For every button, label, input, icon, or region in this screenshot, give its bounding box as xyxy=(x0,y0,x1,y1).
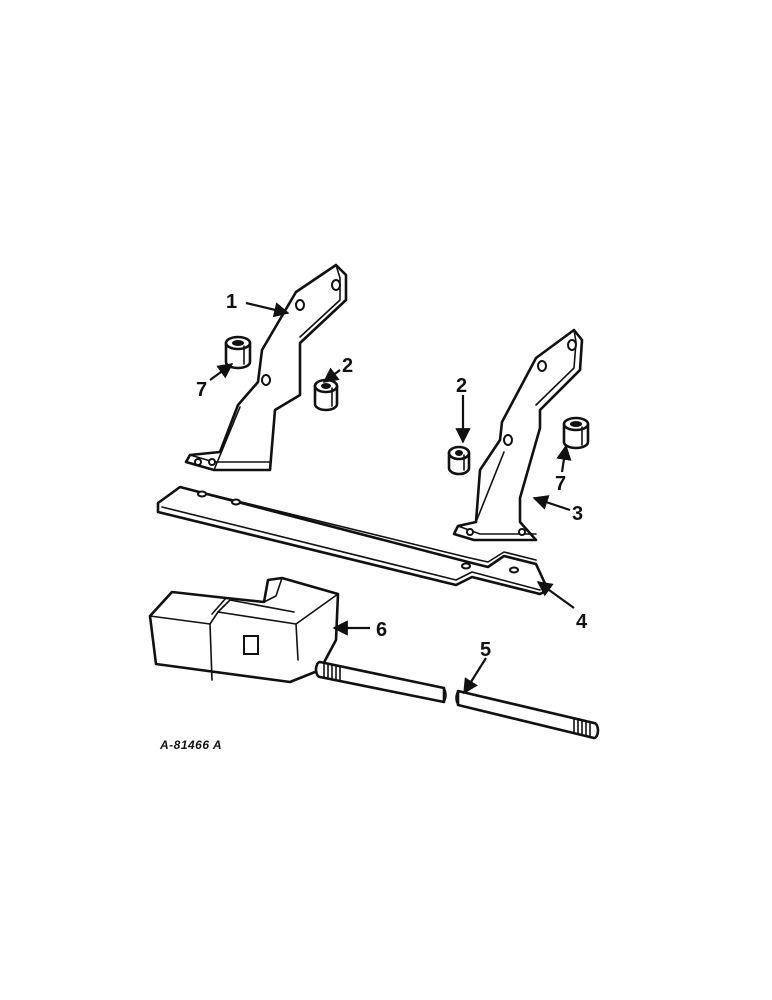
callout-4: 4 xyxy=(576,611,588,633)
callout-7-left: 7 xyxy=(196,379,207,401)
leader-3 xyxy=(532,495,571,512)
leader-5 xyxy=(463,657,487,695)
left-bracket-part-1 xyxy=(184,263,348,472)
cross-bar-part-4 xyxy=(156,485,550,596)
callout-3: 3 xyxy=(572,503,583,525)
bushing-part-7-right xyxy=(562,416,590,450)
callout-1: 1 xyxy=(226,291,237,313)
spacer-part-2-left xyxy=(313,378,339,412)
weight-part-6 xyxy=(148,576,340,684)
threaded-rod-part-5 xyxy=(314,660,600,740)
callout-5: 5 xyxy=(480,639,491,661)
callout-6: 6 xyxy=(376,619,387,641)
callout-7-right: 7 xyxy=(555,473,566,495)
leader-2-left xyxy=(322,367,341,383)
right-bracket-part-3 xyxy=(452,328,584,542)
figure-reference: A-81466 A xyxy=(159,738,222,752)
bushing-part-7-left xyxy=(224,335,252,370)
callout-2-left: 2 xyxy=(342,355,353,377)
callouts: 1 2 2 3 4 5 6 7 7 xyxy=(196,291,588,661)
leader-7-left xyxy=(209,363,234,381)
leader-1 xyxy=(245,301,290,318)
spacer-part-2-right xyxy=(447,445,471,476)
leader-7-right xyxy=(556,444,572,473)
leader-lines xyxy=(209,301,575,695)
leader-4 xyxy=(536,581,575,609)
callout-2-right: 2 xyxy=(456,375,467,397)
